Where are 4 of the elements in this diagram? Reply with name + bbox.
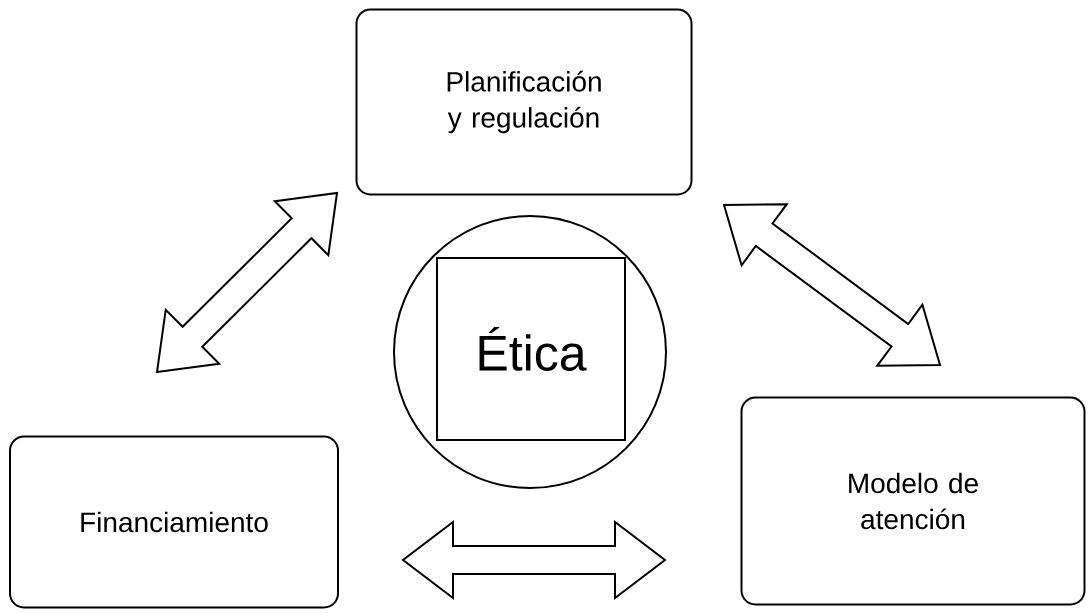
rounded-box: Planificación y regulación (355, 8, 693, 196)
square-box: Ética (436, 257, 626, 441)
rounded-box: Financiamiento (9, 435, 339, 609)
rounded-box: Modelo de atención (740, 396, 1086, 606)
